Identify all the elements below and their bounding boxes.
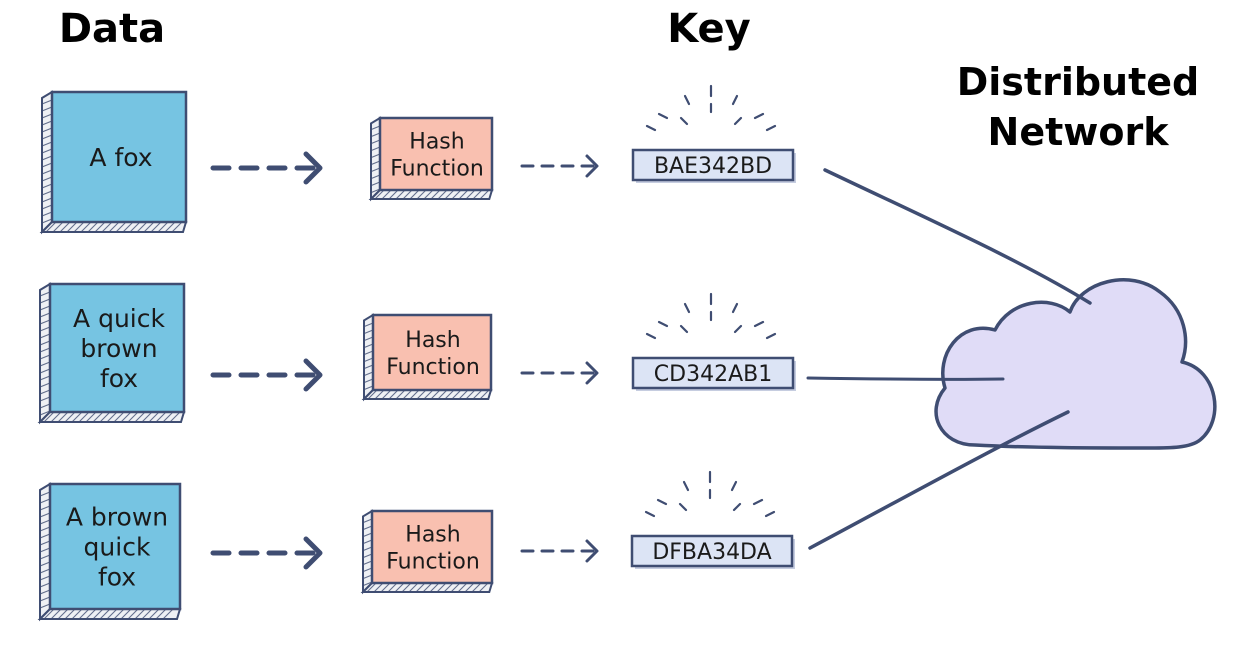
hash-to-key-arrow-3	[520, 539, 599, 563]
data-heading: Data	[59, 6, 165, 52]
network-heading-line1: Distributed	[957, 60, 1200, 104]
data-to-hash-arrow-1	[210, 151, 323, 185]
key-box-3: DFBA34DA	[630, 534, 795, 569]
data-box-3	[37, 482, 182, 622]
hash-function-box-3	[360, 509, 494, 595]
data-box-3-text: quick	[84, 533, 151, 562]
key-box-1: BAE342BD	[631, 148, 796, 183]
connection-line-2	[806, 376, 1005, 381]
distributed-network-cloud	[934, 278, 1217, 450]
data-box-2	[37, 282, 186, 425]
hash-function-label: Hash	[405, 328, 460, 353]
data-box-3-text: A brown	[66, 503, 168, 532]
network-heading-line2: Network	[988, 110, 1170, 154]
connection-line-1	[823, 168, 1092, 305]
hash-to-key-arrow-1	[520, 154, 599, 178]
key-value-1: BAE342BD	[654, 154, 772, 179]
data-box-2-text: A quick	[73, 304, 165, 333]
hash-function-label: Function	[386, 550, 480, 575]
key-box-2: CD342AB1	[631, 356, 796, 391]
hash-to-key-arrow-2	[520, 361, 599, 385]
key-value-3: DFBA34DA	[652, 540, 771, 565]
connection-line-3	[808, 410, 1070, 550]
data-box-1-text: A fox	[89, 143, 152, 172]
key-value-2: CD342AB1	[654, 362, 772, 387]
data-box-2-text: fox	[100, 364, 138, 393]
hash-function-box-2	[361, 313, 493, 402]
hash-function-label: Function	[386, 355, 480, 380]
key-heading: Key	[667, 6, 751, 52]
key-sparkle-3	[644, 470, 776, 518]
data-to-hash-arrow-2	[210, 358, 323, 392]
data-box-3-text: fox	[98, 563, 136, 592]
key-sparkle-2	[645, 292, 777, 340]
data-to-hash-arrow-3	[210, 536, 323, 570]
hash-function-label: Hash	[405, 523, 460, 548]
key-sparkle-1	[645, 84, 777, 132]
hash-function-box-1	[368, 116, 494, 202]
data-box-2-text: brown	[80, 334, 157, 363]
data-box-1	[39, 90, 188, 235]
hash-function-label: Function	[390, 157, 484, 182]
hash-function-label: Hash	[409, 130, 464, 155]
